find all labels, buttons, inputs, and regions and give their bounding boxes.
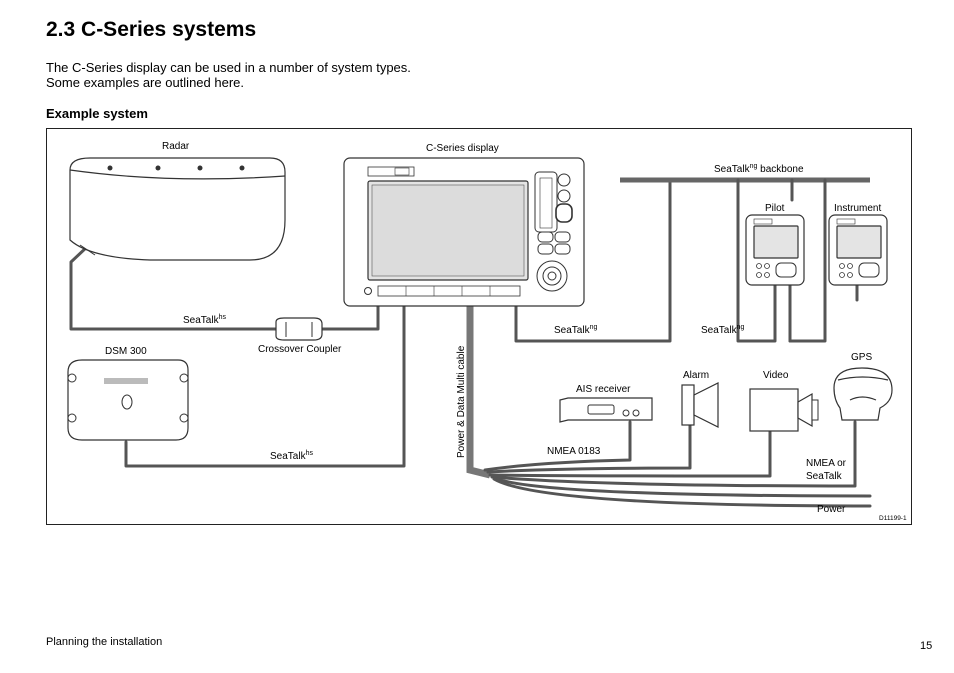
intro-line-2: Some examples are outlined here.	[46, 75, 245, 90]
display-brand-strip	[367, 166, 415, 177]
label-backbone-main: SeaTalk	[714, 164, 751, 175]
label-nmea0183: NMEA 0183	[547, 446, 601, 457]
label-backbone-sup: ng	[750, 163, 758, 170]
video-camera-unit	[749, 388, 819, 432]
power-cable-1	[492, 476, 872, 498]
label-seatalk-ng-1-main: SeaTalk	[554, 325, 591, 336]
section-subheading: Example system	[46, 106, 148, 121]
alarm-cable	[486, 422, 692, 474]
label-crossover: Crossover Coupler	[258, 344, 342, 355]
label-seatalk-ng-2-main: SeaTalk	[701, 325, 738, 336]
backbone-to-pilot	[736, 178, 777, 343]
display-seatalkng-cable	[514, 178, 672, 343]
label-seatalk-hs-2-main: SeaTalk	[270, 451, 307, 462]
ais-cable	[483, 420, 632, 472]
intro-line-1: The C-Series display can be used in a nu…	[46, 60, 411, 75]
intro-text: The C-Series display can be used in a nu…	[46, 60, 411, 90]
label-dsm: DSM 300	[105, 346, 147, 357]
label-seatalk-hs-1-sup: hs	[219, 314, 227, 321]
crossover-coupler	[275, 317, 323, 341]
radar-cable	[69, 244, 280, 331]
dsm-300-unit	[67, 359, 189, 441]
label-video: Video	[763, 370, 789, 381]
label-alarm: Alarm	[683, 370, 709, 381]
c-series-display	[343, 157, 585, 307]
gps-cable	[490, 420, 857, 488]
label-seatalk-ng-1-sup: ng	[590, 324, 598, 331]
crossover-to-display-cable	[318, 303, 380, 331]
dsm-cable	[124, 303, 406, 468]
label-display: C-Series display	[426, 143, 499, 154]
label-seatalk-ng-2: SeaTalkng	[701, 324, 744, 336]
label-radar: Radar	[162, 141, 190, 152]
label-seatalk-hs-1: SeaTalkhs	[183, 314, 226, 326]
page-number: 15	[920, 640, 933, 652]
alarm-unit	[681, 382, 719, 428]
label-pilot: Pilot	[765, 203, 785, 214]
label-power: Power	[817, 504, 846, 515]
dsm-brand-mark	[104, 378, 148, 384]
power-cable-2	[492, 477, 872, 508]
footer-section-name: Planning the installation	[46, 636, 163, 648]
label-seatalk-ng-1: SeaTalkng	[554, 324, 597, 336]
diagram-frame	[46, 128, 912, 525]
gps-unit	[833, 367, 893, 421]
ais-receiver-unit	[559, 397, 653, 423]
label-ais: AIS receiver	[576, 384, 631, 395]
video-cable	[488, 430, 772, 478]
backbone-to-instrument	[788, 178, 827, 343]
label-gps: GPS	[851, 352, 872, 363]
label-instrument: Instrument	[834, 203, 881, 214]
instrument-unit	[828, 214, 888, 286]
label-seatalk-hs-1-main: SeaTalk	[183, 315, 220, 326]
pilot-unit	[745, 214, 805, 286]
label-seatalk-hs-2-sup: hs	[306, 450, 314, 457]
page-title: 2.3 C-Series systems	[46, 18, 257, 41]
label-seatalk-hs-2: SeaTalkhs	[270, 450, 313, 462]
label-nmea-or-seatalk: SeaTalk	[806, 471, 843, 482]
power-data-multi-cable	[466, 305, 491, 479]
label-nmea-or: NMEA or	[806, 458, 847, 469]
label-seatalk-ng-2-sup: ng	[737, 324, 745, 331]
radar-unit	[69, 157, 286, 261]
label-power-data-multi-cable: Power & Data Multi cable	[456, 345, 467, 458]
label-backbone-suffix: backbone	[757, 164, 804, 175]
label-backbone: SeaTalkng backbone	[714, 163, 804, 175]
figure-id: D11199-1	[879, 515, 907, 522]
